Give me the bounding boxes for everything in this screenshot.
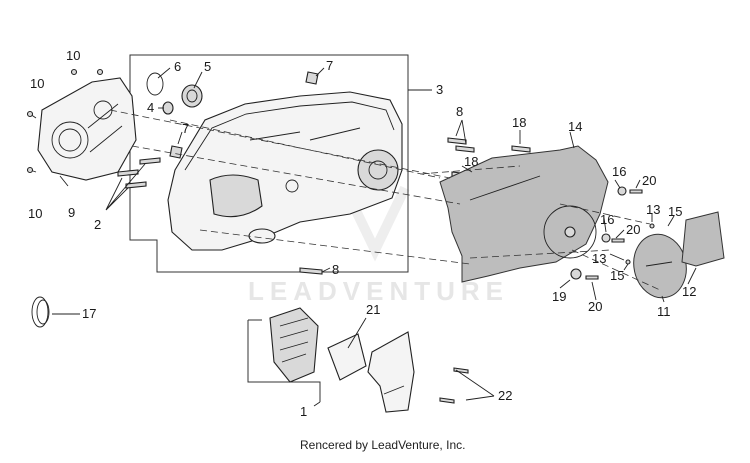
part-14-outer-cover bbox=[439, 145, 609, 283]
callout-19: 19 bbox=[552, 289, 566, 304]
part-22-duct bbox=[367, 331, 415, 413]
callout-17: 17 bbox=[82, 306, 96, 321]
callout-8-bottom: 8 bbox=[332, 262, 339, 277]
callout-15-mid: 15 bbox=[610, 268, 624, 283]
callout-16-mid: 16 bbox=[600, 212, 614, 227]
callout-16-top: 16 bbox=[612, 164, 626, 179]
leader-lines bbox=[52, 67, 697, 407]
alignment-lines bbox=[109, 109, 661, 291]
air-duct-group-box bbox=[247, 319, 321, 402]
callout-18-mid: 18 bbox=[464, 154, 478, 169]
callout-1: 1 bbox=[300, 404, 307, 419]
callout-7-top: 7 bbox=[326, 58, 333, 73]
callout-6: 6 bbox=[174, 59, 181, 74]
callout-14: 14 bbox=[568, 119, 582, 134]
callout-2: 2 bbox=[94, 217, 101, 232]
screw-2-set bbox=[117, 157, 161, 189]
callout-5: 5 bbox=[204, 59, 211, 74]
dowel-7 bbox=[169, 71, 319, 159]
part-11-badge bbox=[633, 233, 687, 299]
callout-13-mid: 13 bbox=[592, 251, 606, 266]
callout-11: 11 bbox=[657, 304, 671, 319]
callout-12: 12 bbox=[682, 284, 696, 299]
callout-10-bottom: 10 bbox=[28, 206, 42, 221]
callout-8-top: 8 bbox=[456, 104, 463, 119]
callout-15-top: 15 bbox=[668, 204, 682, 219]
callout-7-left: 7 bbox=[182, 121, 189, 136]
callout-20-mid: 20 bbox=[626, 222, 640, 237]
callout-4: 4 bbox=[147, 100, 154, 115]
screw-8-bottom bbox=[299, 267, 323, 275]
screw-8-top bbox=[447, 137, 475, 153]
callout-22: 22 bbox=[498, 388, 512, 403]
seal-ring-6 bbox=[146, 72, 164, 96]
callout-18-top: 18 bbox=[512, 115, 526, 130]
callout-9: 9 bbox=[68, 205, 75, 220]
screw-22-set bbox=[439, 367, 469, 404]
callout-20-bottom: 20 bbox=[588, 299, 602, 314]
callout-20-top: 20 bbox=[642, 173, 656, 188]
callout-10-left: 10 bbox=[30, 76, 44, 91]
fastener-16-20-set bbox=[570, 186, 655, 280]
footer-credit: Rencered by LeadVenture, Inc. bbox=[300, 438, 465, 452]
part-9-plate bbox=[37, 77, 137, 181]
part-12-cap bbox=[681, 211, 725, 267]
callout-21: 21 bbox=[366, 302, 380, 317]
screw-10-set bbox=[26, 68, 104, 174]
part-3-crankcase-cover bbox=[167, 91, 403, 251]
callout-10-top: 10 bbox=[66, 48, 80, 63]
bearing-5 bbox=[181, 84, 203, 108]
part-21-filter bbox=[327, 333, 367, 381]
callout-13-top: 13 bbox=[646, 202, 660, 217]
spacer-4 bbox=[162, 101, 174, 115]
part-1-intake-grille bbox=[269, 307, 319, 383]
part-17-clamp bbox=[31, 296, 50, 328]
callout-3: 3 bbox=[436, 82, 443, 97]
watermark: LEADVENTURE bbox=[248, 276, 509, 306]
crankcase-group-box bbox=[129, 54, 409, 273]
